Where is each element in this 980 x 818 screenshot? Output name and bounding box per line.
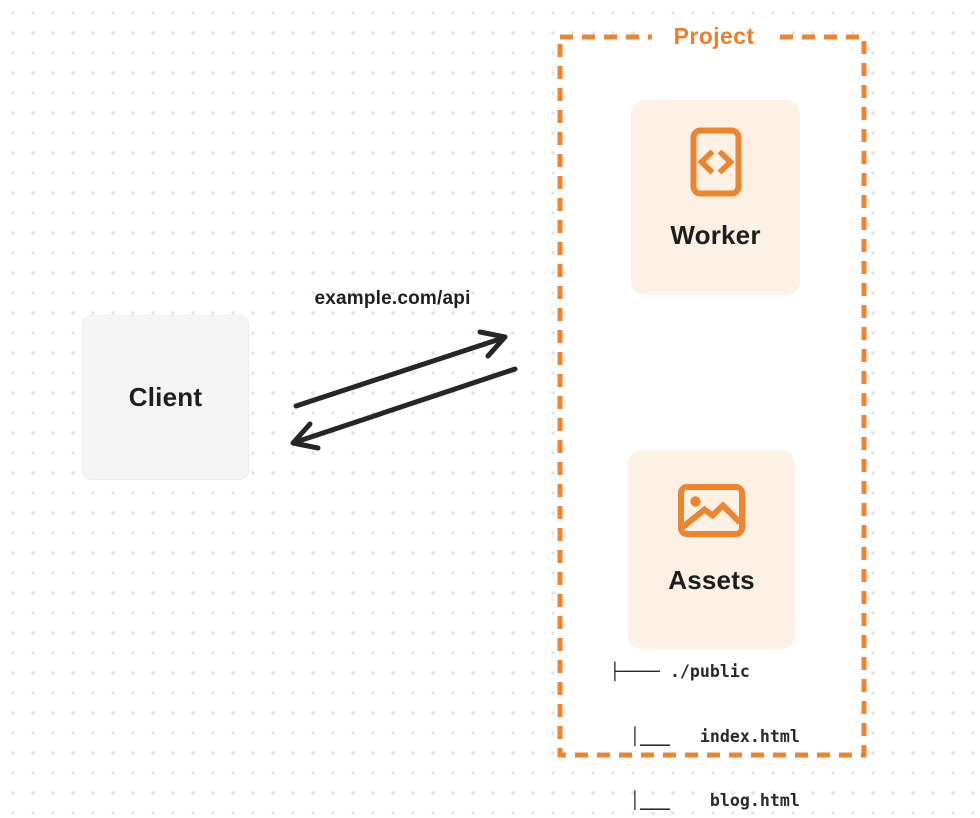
assets-label: Assets	[668, 565, 755, 595]
code-file-icon	[690, 127, 741, 197]
file-tree-line: │___ blog.html	[610, 791, 800, 810]
client-label: Client	[128, 382, 203, 412]
worker-label: Worker	[670, 220, 761, 250]
client-node: Client	[82, 315, 249, 480]
assets-file-tree: ├──── ./public │___ index.html │___ blog…	[610, 618, 800, 818]
response-arrow	[290, 366, 518, 451]
request-arrowhead-icon	[477, 329, 508, 359]
response-arrowhead-icon	[290, 421, 321, 451]
file-tree-line: │___ index.html	[610, 726, 800, 746]
image-icon	[678, 484, 745, 537]
project-label: Project	[652, 20, 776, 52]
assets-node: Assets	[628, 450, 795, 649]
file-tree-line: ├──── ./public	[610, 662, 750, 681]
worker-node: Worker	[631, 100, 800, 295]
request-url-label: example.com/api	[314, 288, 471, 309]
request-arrow	[293, 329, 508, 409]
